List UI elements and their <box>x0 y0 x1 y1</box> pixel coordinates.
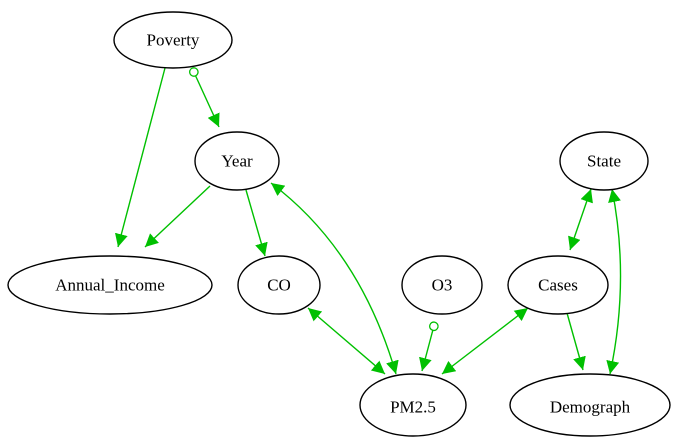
node-label-poverty: Poverty <box>147 31 200 50</box>
edge-poverty-annual-income <box>115 67 166 248</box>
edge-o3-pm25 <box>419 321 439 372</box>
node-co[interactable]: CO <box>237 255 321 315</box>
edge-poverty-year <box>188 67 220 128</box>
node-label-demograph: Demograph <box>550 398 631 417</box>
node-state[interactable]: State <box>559 131 649 191</box>
edge-year-co <box>245 189 268 257</box>
node-pm25[interactable]: PM2.5 <box>359 373 467 437</box>
edge-year-pm25 <box>270 182 399 375</box>
node-label-state: State <box>587 152 621 171</box>
edges-layer <box>115 67 622 375</box>
edge-year-annual-income <box>144 185 211 248</box>
edge-cases-demograph <box>566 312 586 371</box>
node-label-year: Year <box>221 152 253 171</box>
node-label-cases: Cases <box>538 276 578 295</box>
edge-cases-pm25 <box>441 307 529 375</box>
nodes-layer: Poverty Year Annual_Income CO O3 PM2.5 S… <box>7 11 671 437</box>
edge-co-pm25 <box>307 307 386 375</box>
edge-state-demograph <box>606 188 622 375</box>
edge-state-cases <box>568 188 593 251</box>
node-annual-income[interactable]: Annual_Income <box>7 255 213 315</box>
node-label-pm25: PM2.5 <box>390 398 436 417</box>
node-label-annual-income: Annual_Income <box>55 276 165 295</box>
node-poverty[interactable]: Poverty <box>113 11 233 69</box>
node-o3[interactable]: O3 <box>401 255 483 315</box>
node-label-co: CO <box>267 276 291 295</box>
node-label-o3: O3 <box>432 276 453 295</box>
node-demograph[interactable]: Demograph <box>509 373 671 437</box>
node-cases[interactable]: Cases <box>507 255 609 315</box>
node-year[interactable]: Year <box>194 131 280 191</box>
